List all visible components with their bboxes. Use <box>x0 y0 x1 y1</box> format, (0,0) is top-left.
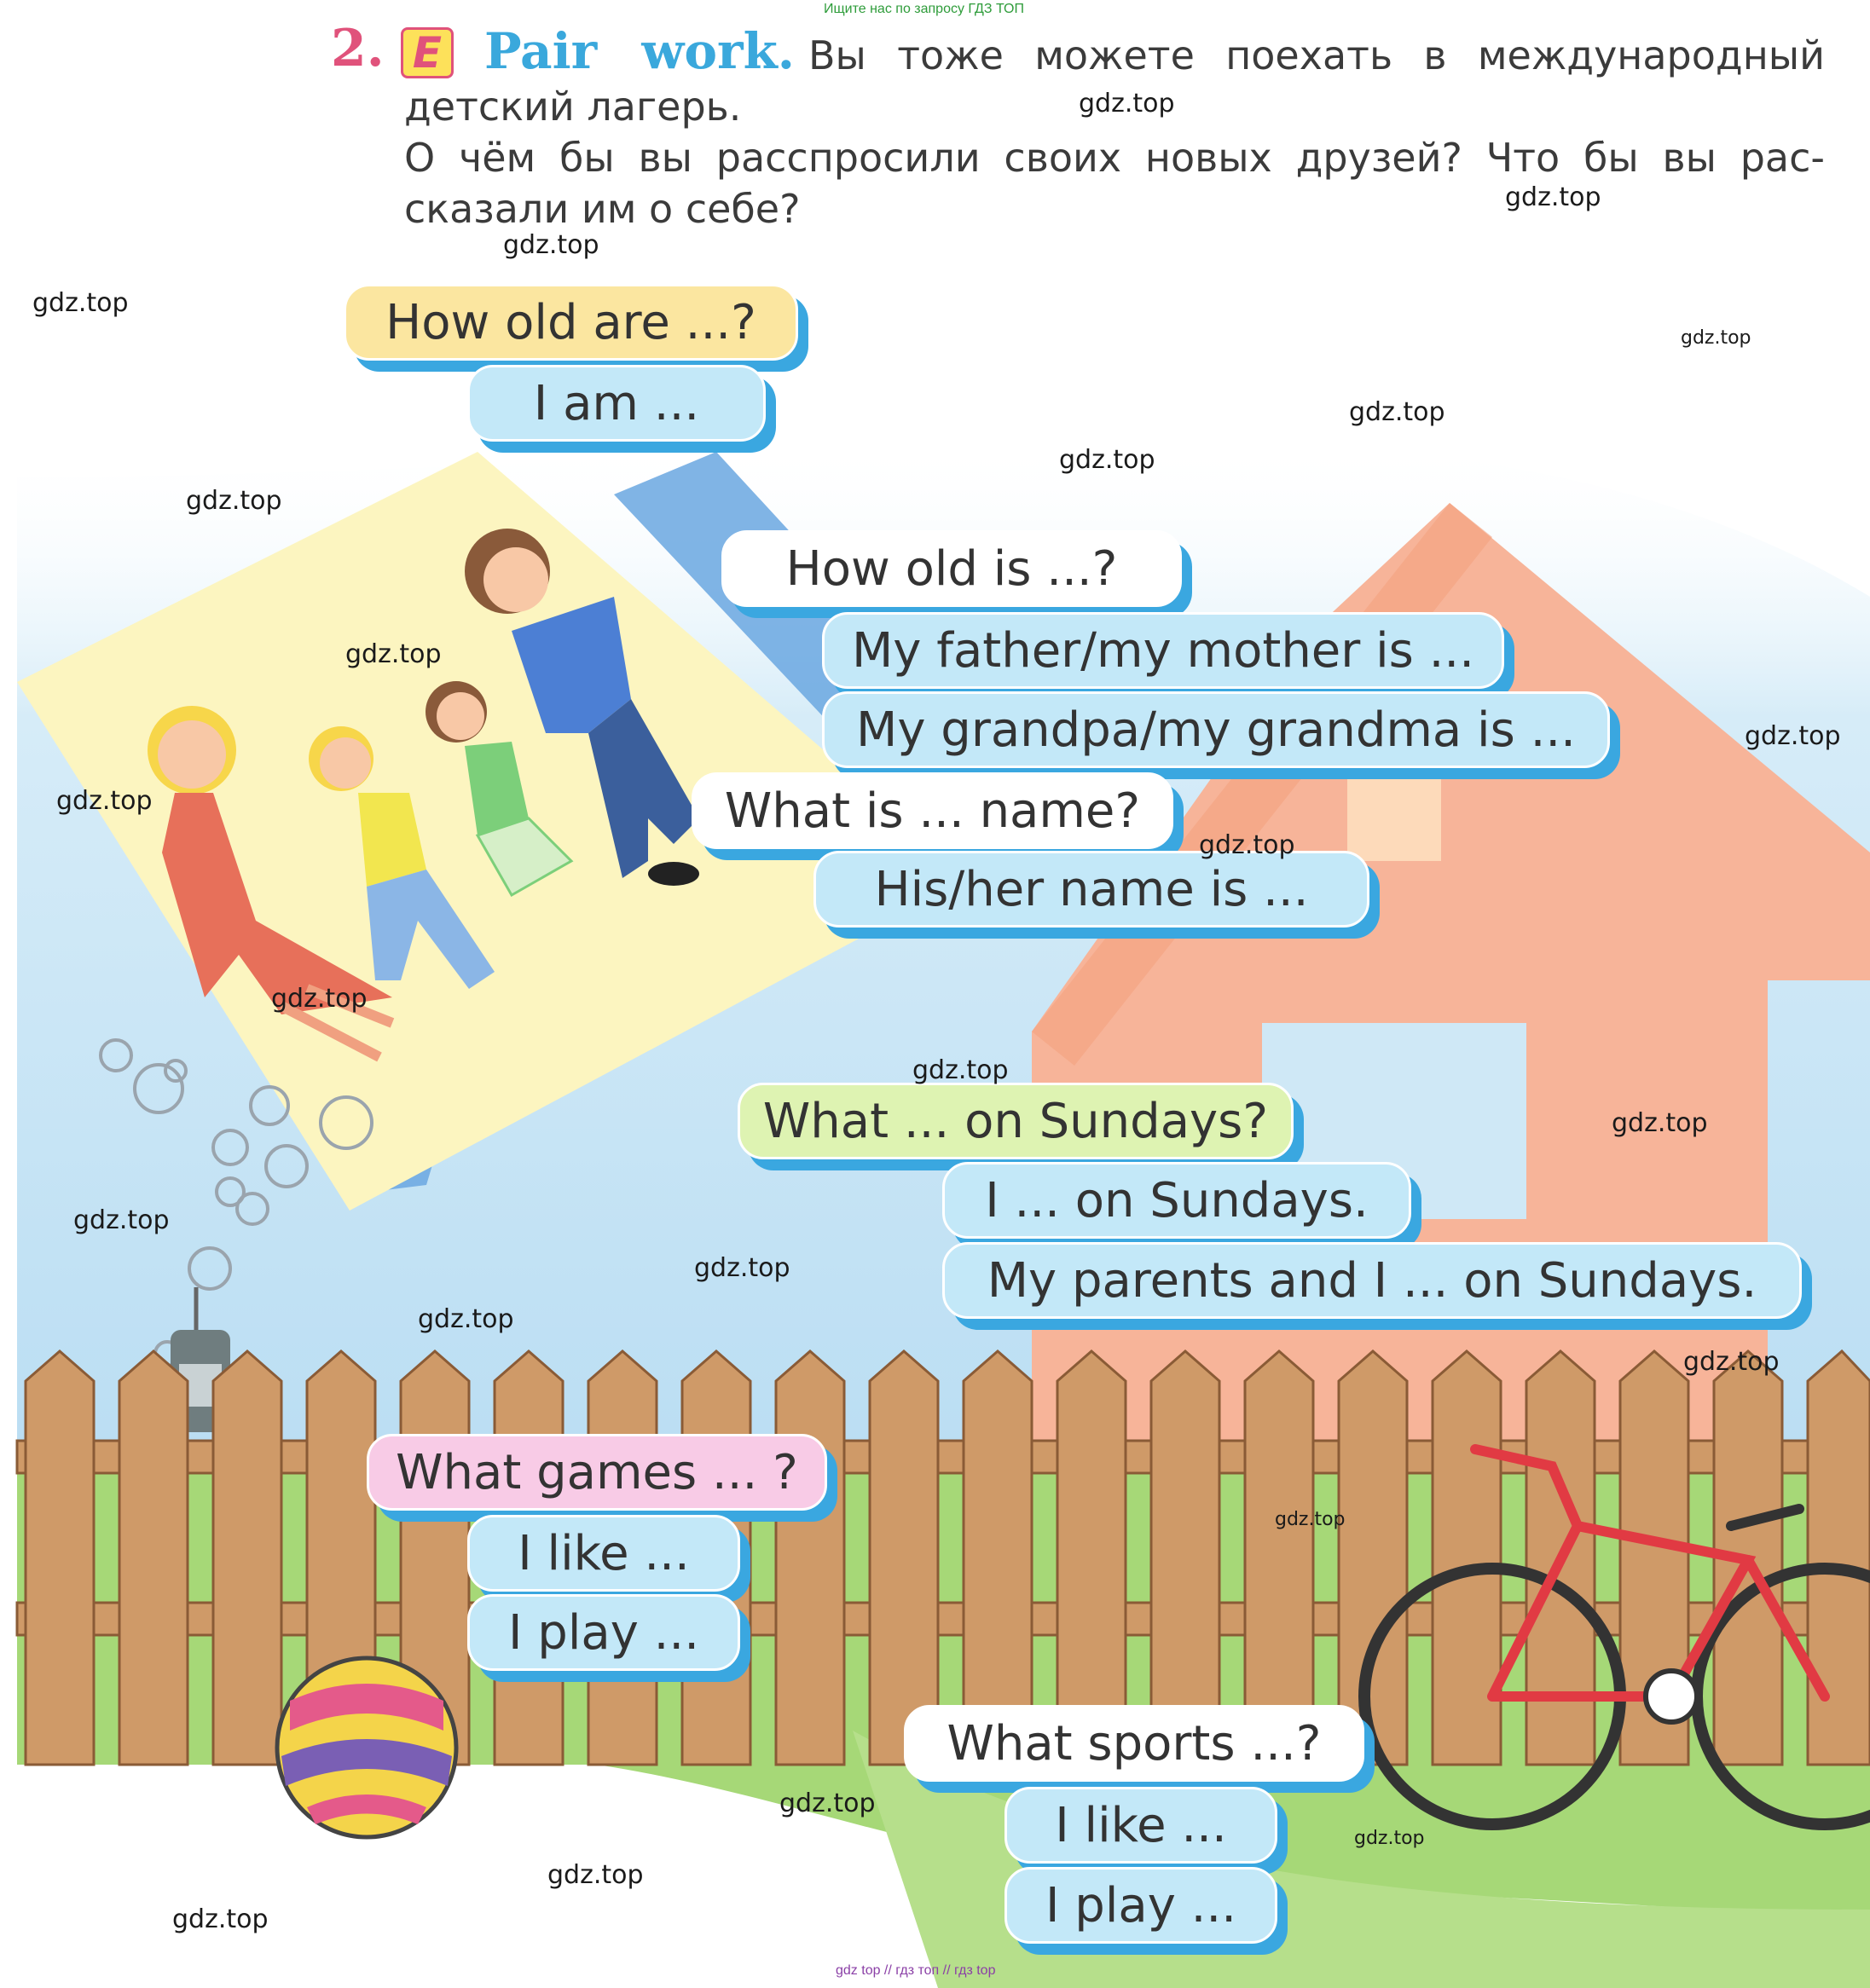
watermark: gdz.top <box>1354 1828 1425 1849</box>
bubble-how-old-are: How old are ...? <box>344 284 798 361</box>
bubble-father-mother: My father/my mother is ... <box>822 612 1504 689</box>
bubble-how-old-is: How old is ...? <box>721 530 1182 607</box>
bubble-what-sports: What sports ...? <box>904 1705 1364 1782</box>
bubble-sports-like: I like ... <box>1004 1787 1277 1864</box>
exercise-title: Pair work. <box>484 22 795 80</box>
watermark: gdz.top <box>912 1055 1009 1085</box>
watermark: gdz.top <box>172 1904 269 1934</box>
watermark: gdz.top <box>1349 397 1445 427</box>
ball <box>275 1656 459 1840</box>
bubble-grandpa-grandma: My grandpa/my grandma is ... <box>822 691 1610 768</box>
bubble-games-like: I like ... <box>467 1515 740 1592</box>
bubble-what-name: What is ... name? <box>692 772 1173 849</box>
watermark: gdz.top <box>547 1860 644 1890</box>
watermark: gdz.top <box>1059 445 1155 475</box>
watermark: gdz.top <box>271 984 368 1014</box>
soap-bubbles <box>99 1038 373 1367</box>
watermark: gdz.top <box>1199 830 1295 860</box>
task-line-4: сказали им о себе? <box>404 186 801 232</box>
top-note: Ищите нас по запросу ГДЗ ТОП <box>824 2 1024 16</box>
exercise-badge-icon: E <box>401 27 454 78</box>
watermark: gdz.top <box>73 1205 170 1235</box>
bubble-what-sundays: What ... on Sundays? <box>738 1083 1294 1159</box>
watermark: gdz.top <box>186 486 282 516</box>
watermark: gdz.top <box>1275 1509 1346 1530</box>
exercise-number: 2. <box>331 19 385 78</box>
watermark: gdz.top <box>1612 1108 1708 1138</box>
watermark: gdz.top <box>345 639 442 669</box>
task-line-1: Вы тоже можете поехать в международный <box>808 32 1825 78</box>
bubble-parents-sundays: My parents and I ... on Sundays. <box>942 1242 1802 1319</box>
watermark: gdz.top <box>779 1789 876 1818</box>
task-line-3: О чём бы вы расспросили своих новых друз… <box>404 135 1825 181</box>
watermark: gdz.top <box>418 1304 514 1334</box>
watermark: gdz.top <box>1745 721 1841 751</box>
badge-letter: E <box>412 28 443 78</box>
watermark: gdz.top <box>1683 1347 1780 1377</box>
watermark: gdz.top <box>694 1253 790 1283</box>
watermark: gdz.top <box>32 288 129 318</box>
task-line-2: детский лагерь. <box>404 84 742 130</box>
bubble-what-games: What games ... ? <box>367 1434 827 1511</box>
watermark: gdz.top <box>1505 182 1601 212</box>
bubble-sports-play: I play ... <box>1004 1867 1277 1944</box>
footer-note: gdz top // гдз топ // гдз top <box>836 1963 996 1978</box>
watermark: gdz.top <box>1681 327 1751 349</box>
bicycle <box>1358 1444 1870 1830</box>
bubble-his-her-name: His/her name is ... <box>813 851 1369 928</box>
watermark: gdz.top <box>1079 89 1175 118</box>
watermark: gdz.top <box>503 230 599 260</box>
bubble-games-play: I play ... <box>467 1594 740 1671</box>
family-drawing-paper <box>17 452 972 1211</box>
watermark: gdz.top <box>56 786 153 816</box>
bubble-i-am: I am ... <box>467 365 766 442</box>
bubble-i-sundays: I ... on Sundays. <box>942 1162 1411 1239</box>
